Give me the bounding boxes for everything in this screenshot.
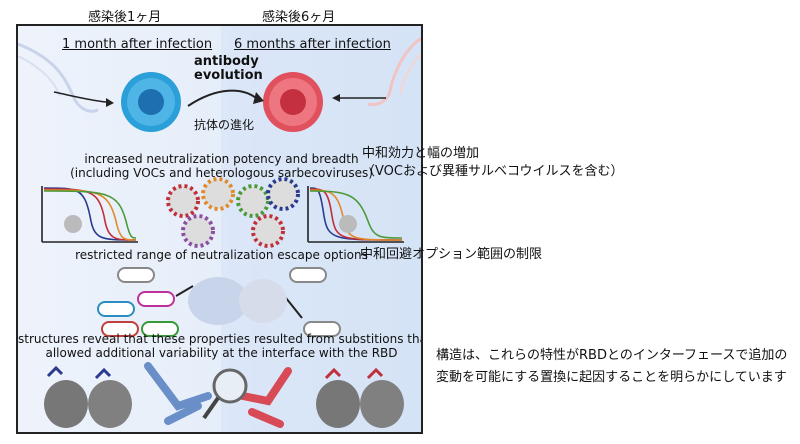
rbd-structures-icon — [44, 365, 404, 428]
finding3-jp-line1: 構造は、これらの特性がRBDとのインターフェースで追加の — [436, 348, 788, 363]
finding3-line2: allowed additional variability at the in… — [45, 346, 398, 360]
header-1-month-jp: 感染後1ヶ月 — [88, 10, 162, 25]
finding1-jp-line2: （VOCおよび異種サルベコウイルスを含む） — [362, 164, 624, 179]
evolution-arrow-icon — [187, 89, 257, 107]
finding3-line1: structures reveal that these properties … — [18, 332, 423, 346]
right-hand-icon — [367, 36, 421, 106]
figure-illustration — [18, 26, 421, 432]
b-cell-1-month-icon — [121, 72, 181, 132]
figure-panel: 1 month after infection 6 months after i… — [16, 24, 423, 434]
evolution-label-line2: evolution — [194, 68, 263, 83]
arrow-to-blue-cell — [53, 91, 107, 103]
escape-options-icon — [97, 267, 341, 337]
neutralization-curves-right — [307, 186, 404, 243]
neutralization-curves-left — [41, 186, 138, 243]
virus-particles-icon — [64, 177, 357, 248]
evolution-label-line1: antibody — [194, 54, 259, 69]
finding1-line1: increased neutralization potency and bre… — [84, 152, 359, 166]
right-title: 6 months after infection — [234, 37, 391, 52]
magnifier-icon — [212, 368, 248, 404]
finding2: restricted range of neutralization escap… — [75, 248, 368, 262]
evolution-label-jp: 抗体の進化 — [194, 118, 255, 132]
header-6-months-jp: 感染後6ヶ月 — [262, 10, 336, 25]
finding1-jp-line1: 中和効力と幅の増加 — [362, 146, 480, 161]
finding1-line2: (including VOCs and heterologous sarbeco… — [70, 166, 373, 180]
b-cell-6-months-icon — [263, 72, 323, 132]
finding2-jp: 中和回避オプション範囲の制限 — [360, 247, 543, 262]
left-title: 1 month after infection — [62, 37, 213, 52]
antibody-comparison-icon — [144, 362, 292, 428]
finding3-jp-line2: 変動を可能にする置換に起因することを明らかにしています — [436, 370, 787, 385]
left-hand-icon — [18, 42, 99, 113]
